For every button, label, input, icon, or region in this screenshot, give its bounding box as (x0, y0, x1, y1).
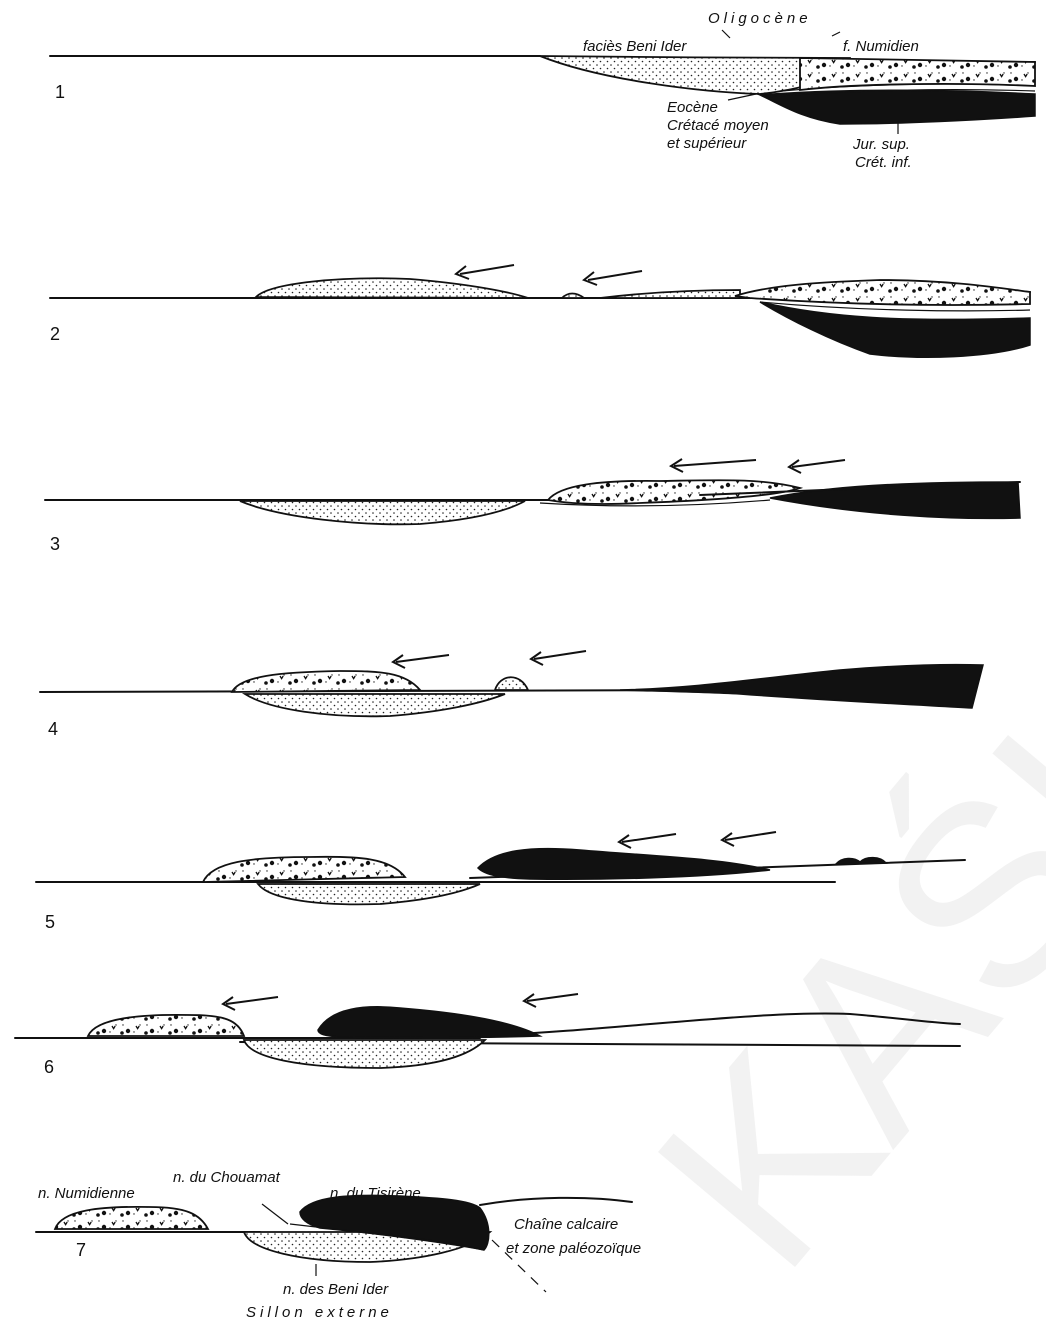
section-number: 3 (50, 534, 60, 554)
section-number: 6 (44, 1057, 54, 1077)
label-cret-inf: Crét. inf. (855, 154, 912, 171)
beni-ider-sandstone-body (256, 278, 528, 298)
label-leader-line (262, 1204, 288, 1224)
surface-line (480, 1198, 632, 1205)
thrust-arrow (531, 651, 586, 665)
thrust-arrow (393, 655, 449, 668)
label-sillon-externe: Sillon externe (246, 1304, 393, 1321)
section-7: 7 n. Numidienne n. du Chouamat n. du Tis… (36, 1169, 641, 1321)
section-number: 2 (50, 324, 60, 344)
section-number: 5 (45, 912, 55, 932)
thrust-arrow (456, 265, 514, 279)
beni-ider-sandstone-body (244, 1040, 485, 1068)
label-n-chouamat: n. du Chouamat (173, 1169, 281, 1186)
label-leader-line (722, 30, 840, 38)
section-1: 1 Oligocène faciès Beni Ider f. Numidien… (50, 10, 1035, 171)
small-sandstone-lens (495, 677, 528, 690)
label-n-numidienne: n. Numidienne (38, 1185, 135, 1202)
thrust-arrow (619, 834, 676, 848)
numidian-conglomerate-body (735, 280, 1030, 305)
thrust-arrow (671, 459, 756, 472)
thrust-arrow (584, 271, 642, 285)
black-jurassic-cretaceous-body (478, 849, 770, 880)
numidian-conglomerate-body (88, 1015, 244, 1036)
section-4: 4 (40, 651, 983, 739)
label-cretace-moyen: Crétacé moyen (667, 117, 769, 134)
label-jur-sup: Jur. sup. (852, 136, 910, 153)
numidian-conglomerate-body (203, 857, 405, 882)
label-facies-beni-ider: faciès Beni Ider (583, 38, 687, 55)
section-number: 4 (48, 719, 58, 739)
small-sandstone-lens (562, 294, 584, 299)
numidian-conglomerate-body (232, 671, 420, 692)
section-number: 7 (76, 1240, 86, 1260)
beni-ider-sandstone-body (240, 501, 525, 524)
thrust-arrow (722, 832, 776, 846)
black-jurassic-cretaceous-body (318, 1007, 540, 1038)
numidian-conglomerate-body (800, 58, 1035, 90)
watermark-text: KAŚKIGG (601, 235, 1046, 1319)
thrust-arrow (789, 460, 845, 473)
section-number: 1 (55, 82, 65, 102)
label-et-superieur: et supérieur (667, 135, 747, 152)
section-3: 3 (45, 459, 1020, 554)
black-jurassic-cretaceous-body (760, 90, 1035, 124)
label-n-tisirene: n. du Tisirène (330, 1185, 421, 1202)
label-chaine-calcaire: Chaîne calcaire (514, 1216, 618, 1233)
thin-sandstone-sliver (600, 290, 740, 298)
section-2: 2 (50, 265, 1030, 357)
label-n-beni-ider: n. des Beni Ider (283, 1281, 389, 1298)
numidian-conglomerate-body (55, 1207, 208, 1229)
thrust-arrow (524, 994, 578, 1007)
thrust-arrow (223, 997, 278, 1010)
label-leader-line (728, 94, 756, 100)
label-eocene: Eocène (667, 99, 718, 116)
label-oligocene: Oligocène (708, 10, 812, 27)
beni-ider-sandstone-body (258, 884, 480, 904)
black-jurassic-cretaceous-body (620, 665, 983, 708)
label-f-numidien: f. Numidien (843, 38, 919, 55)
label-zone-paleozoique: et zone paléozoïque (506, 1240, 641, 1257)
beni-ider-sandstone-body (245, 694, 505, 716)
